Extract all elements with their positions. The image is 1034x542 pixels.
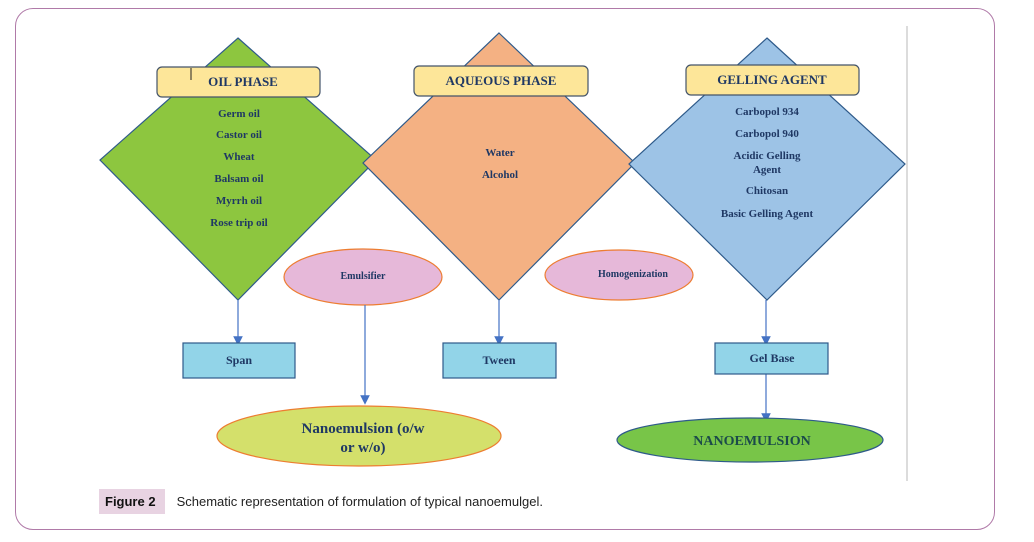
oil-item: Germ oil xyxy=(218,108,260,120)
homogenization-ellipse xyxy=(544,249,694,301)
oil-item: Myrrh oil xyxy=(216,195,262,207)
gelling-item: Chitosan xyxy=(746,185,788,197)
aqueous-item: Water xyxy=(485,147,514,159)
aqueous-phase-title: AQUEOUS PHASE xyxy=(446,73,557,88)
tween-label: Tween xyxy=(482,353,515,367)
figure-caption-text: Schematic representation of formulation … xyxy=(176,494,543,509)
gelling-agent-title-box xyxy=(685,64,860,96)
final-nanoemulsion-ellipse xyxy=(616,417,884,463)
aqueous-item: Alcohol xyxy=(482,169,518,181)
gel-base-box xyxy=(714,342,829,375)
gelling-item: Carbopol 940 xyxy=(735,128,799,140)
tween-box xyxy=(442,342,557,379)
oil-item: Rose trip oil xyxy=(210,217,267,229)
emulsifier-ellipse xyxy=(283,248,443,306)
oil-item: Wheat xyxy=(223,151,255,163)
gelling-item: Agent xyxy=(753,164,781,176)
vertical-divider xyxy=(906,26,908,481)
gel-base-label: Gel Base xyxy=(750,351,796,365)
span-label: Span xyxy=(226,353,252,367)
gelling-item: Basic Gelling Agent xyxy=(721,208,814,220)
gelling-agent-diamond xyxy=(628,37,906,301)
nanoemulsion-label-line1: Nanoemulsion (o/w xyxy=(302,421,425,437)
span-box xyxy=(182,342,296,379)
figure-label: Figure 2 xyxy=(99,489,165,514)
oil-phase-title: OIL PHASE xyxy=(208,74,278,89)
nanoemulsion-label-line2: or w/o) xyxy=(340,440,385,456)
nanoemulsion-ellipse xyxy=(216,405,502,467)
gelling-agent-title: GELLING AGENT xyxy=(717,72,827,87)
homogenization-label: Homogenization xyxy=(598,269,668,280)
gelling-item: Acidic Gelling xyxy=(734,150,801,162)
final-nanoemulsion-label: NANOEMULSION xyxy=(693,434,810,449)
oil-item: Balsam oil xyxy=(214,173,263,185)
oil-item: Castor oil xyxy=(216,129,262,141)
emulsifier-label: Emulsifier xyxy=(341,271,387,282)
oil-phase-title-box xyxy=(156,66,321,98)
gelling-item: Carbopol 934 xyxy=(735,106,799,118)
aqueous-phase-title-box xyxy=(413,65,589,97)
figure-caption: Figure 2 Schematic representation of for… xyxy=(99,489,543,514)
